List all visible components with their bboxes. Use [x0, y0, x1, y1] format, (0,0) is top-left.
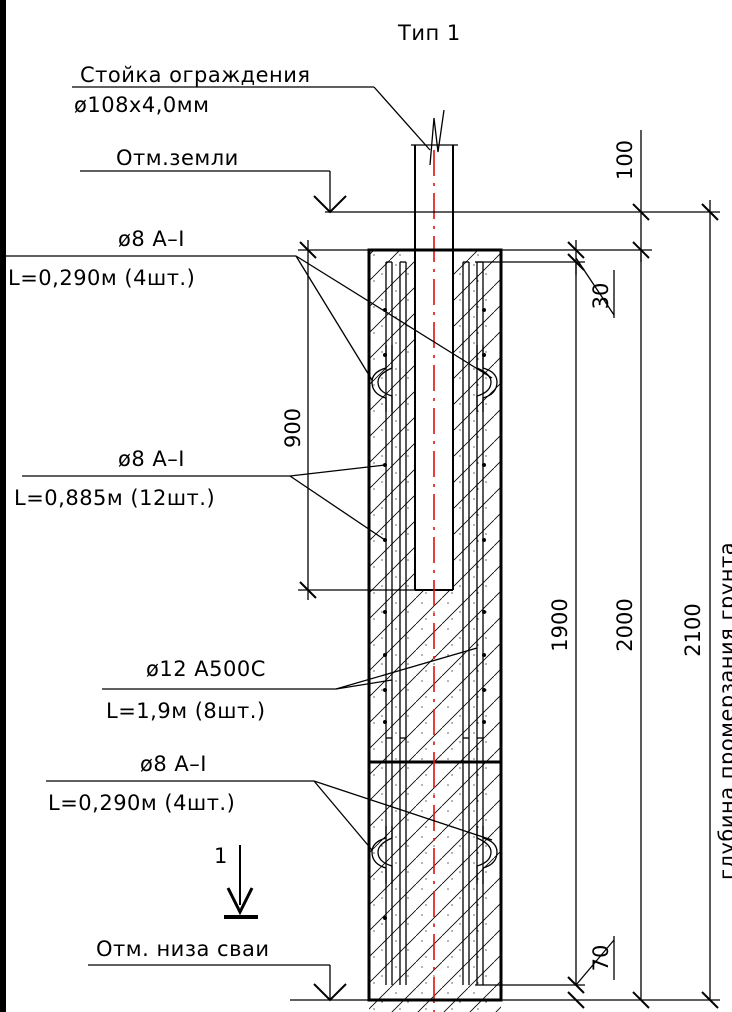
svg-text:70: 70 [589, 945, 613, 972]
rebar-top-spec: ø8 А–I [118, 227, 185, 251]
svg-text:100: 100 [613, 140, 637, 180]
frost-depth-note: глубина промерзания грунта [715, 542, 732, 880]
clamp-hooks-top [371, 345, 498, 412]
dimension-70: 70 [567, 936, 615, 1009]
rebar-main-spec: ø12 А500С [146, 657, 266, 681]
svg-text:2100: 2100 [681, 603, 705, 656]
rebar-mid-length: L=0,885м (12шт.) [14, 486, 215, 510]
ground-level-arrow [313, 195, 347, 214]
dimension-900: 900 [281, 240, 317, 600]
rebar-top-length: L=0,290м (4шт.) [8, 266, 195, 290]
dimension-100: 100 [613, 130, 650, 262]
longitudinal-rebars [385, 261, 484, 739]
section-mark-number: 1 [214, 844, 228, 868]
pile-bottom-label: Отм. низа сваи [96, 937, 269, 961]
pile-bottom-arrow [313, 983, 347, 1002]
post-name-label: Стойка ограждения [80, 63, 311, 87]
dimension-1900: 1900 [548, 262, 577, 985]
rebar-main-length: L=1,9м (8шт.) [106, 699, 266, 723]
drawing-title: Тип 1 [397, 21, 461, 45]
pile-lower-part [367, 738, 503, 1012]
rebar-bottom-spec: ø8 А–I [140, 752, 207, 776]
dimension-2000: 2000 [613, 250, 650, 1009]
post-size-label: ø108х4,0мм [74, 93, 209, 117]
svg-text:1900: 1900 [548, 598, 572, 651]
svg-text:900: 900 [281, 408, 305, 448]
svg-text:2000: 2000 [613, 598, 637, 651]
section-arrow [226, 887, 254, 916]
dimension-2100: 2100 [681, 200, 719, 1009]
rebar-mid-spec: ø8 А–I [118, 447, 185, 471]
ground-level-label: Отм.земли [116, 146, 239, 170]
svg-text:30: 30 [589, 283, 613, 310]
rebar-bottom-length: L=0,290м (4шт.) [48, 791, 235, 815]
dimension-30: 30 [567, 240, 615, 318]
